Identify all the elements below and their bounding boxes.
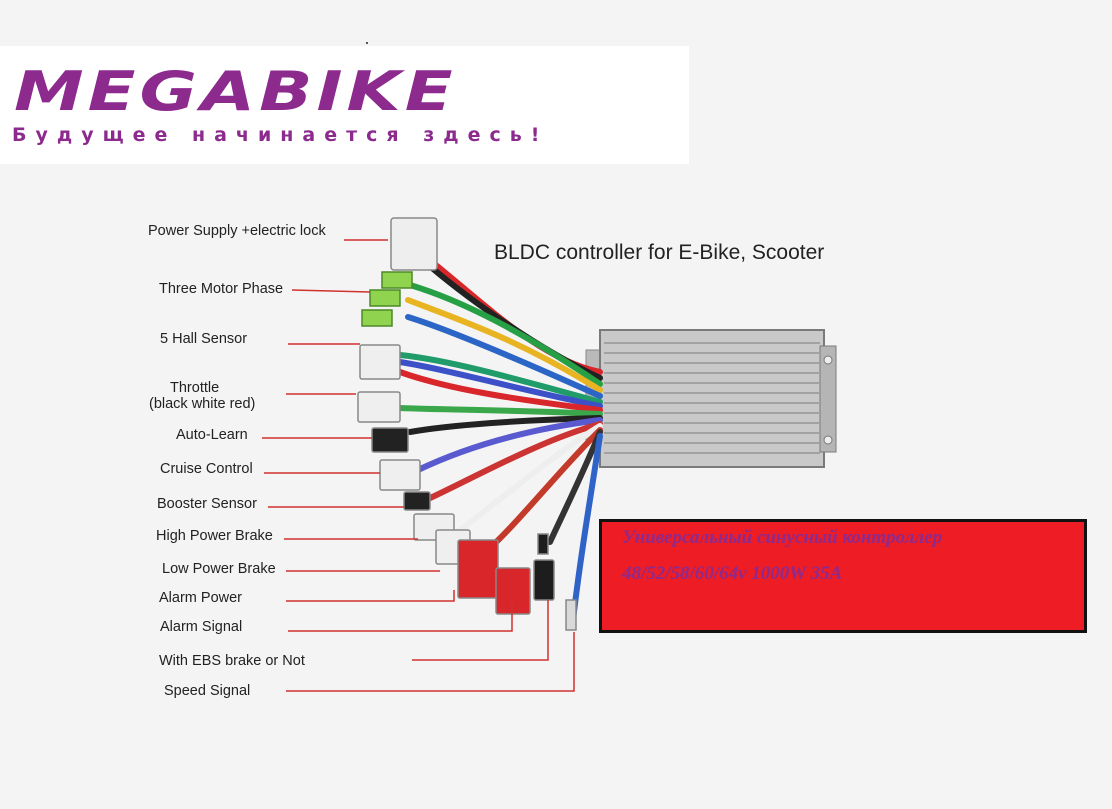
connectors <box>357 217 577 631</box>
label-high-power-brake: High Power Brake <box>156 528 273 544</box>
leader-lines <box>262 239 575 692</box>
label-alarm-power: Alarm Power <box>159 590 242 606</box>
label-power-supply: Power Supply +electric lock <box>148 223 326 239</box>
promo-line-2: 48/52/58/60/64v 1000W 35A <box>622 563 843 584</box>
logo-tagline: Будущее начинается здесь! <box>12 124 549 146</box>
label-booster-sensor: Booster Sensor <box>157 496 257 512</box>
logo-brand: MEGABIKE <box>14 59 457 124</box>
label-auto-learn: Auto-Learn <box>176 427 248 443</box>
stray-dot <box>366 42 368 44</box>
label-low-power-brake: Low Power Brake <box>162 561 276 577</box>
controller-body <box>585 329 837 468</box>
wire-bundle <box>397 259 603 623</box>
promo-line-1: Универсальный синусный контроллер <box>622 527 943 548</box>
label-throttle: Throttle <box>170 380 220 396</box>
label-alarm-signal: Alarm Signal <box>160 619 243 635</box>
label-speed-signal: Speed Signal <box>164 683 251 699</box>
label-cruise-control: Cruise Control <box>160 461 253 477</box>
label-motor-phase: Three Motor Phase <box>159 281 284 297</box>
logo-banner: MEGABIKE Будущее начинается здесь! <box>0 46 689 164</box>
diagram-title: BLDC controller for E-Bike, Scooter <box>494 241 825 264</box>
promo-box: Универсальный синусный контроллер 48/52/… <box>599 519 1087 633</box>
label-ebs-brake: With EBS brake or Not <box>159 653 305 669</box>
label-hall-sensor: 5 Hall Sensor <box>160 331 248 347</box>
label-throttle-sub: (black white red) <box>149 396 256 412</box>
